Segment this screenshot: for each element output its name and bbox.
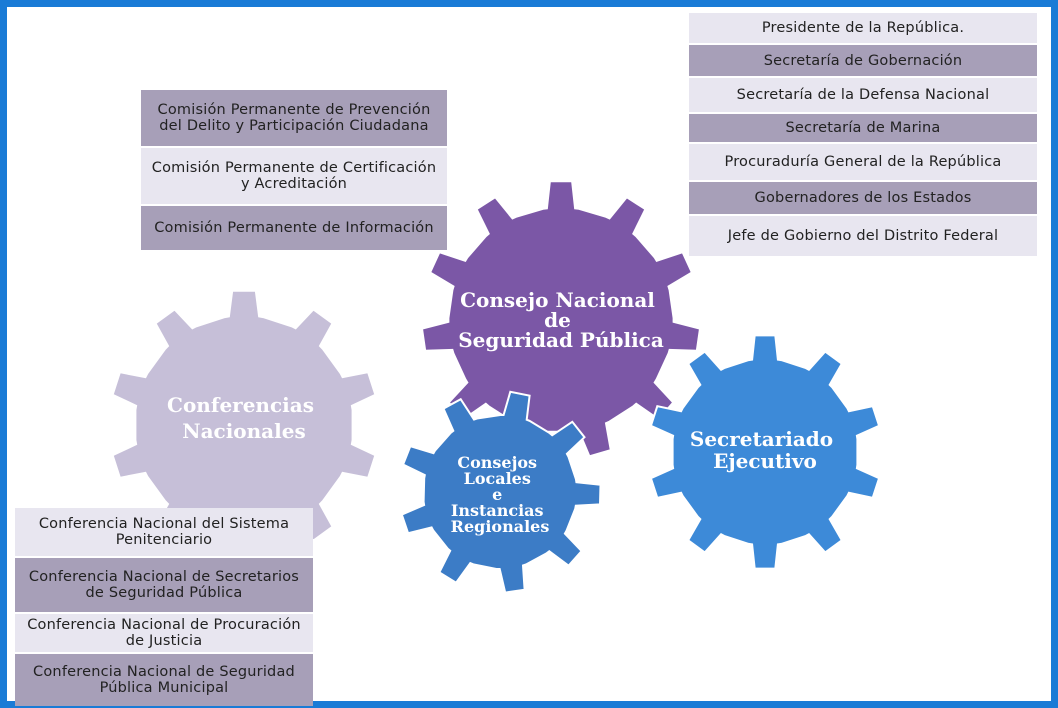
gear-label-line: Consejos: [457, 453, 537, 472]
gear-label-consejos-locales: Consejos Locales e Instancias Regionales: [451, 453, 550, 536]
gear-label-line: Instancias: [451, 501, 544, 520]
list-item: Procuraduría General de la República: [689, 144, 1037, 182]
list-item: Conferencia Nacional de Procuración de J…: [15, 614, 313, 654]
council-members-list: Presidente de la República. Secretaría d…: [689, 13, 1037, 256]
list-item: Gobernadores de los Estados: [689, 182, 1037, 216]
gear-secretariado-ejecutivo: Secretariado Ejecutivo: [649, 334, 881, 570]
gear-conferencias-nacionales: Conferencias Nacionales: [111, 289, 377, 561]
gear-label-line: Nacionales: [182, 419, 305, 443]
gear-label-line: Regionales: [451, 517, 550, 536]
commissions-list: Comisión Permanente de Prevención del De…: [141, 90, 447, 250]
gear-label-line: Secretariado: [690, 427, 833, 451]
list-item: Secretaría de la Defensa Nacional: [689, 78, 1037, 114]
list-item: Comisión Permanente de Certificación y A…: [141, 148, 447, 206]
list-item: Comisión Permanente de Información: [141, 206, 447, 250]
gear-label-consejo: Consejo Nacional de Seguridad Pública: [458, 288, 664, 352]
gear-shape-consejos-locales: [400, 390, 602, 594]
gear-consejos-locales: Consejos Locales e Instancias Regionales: [400, 390, 602, 594]
list-item: Secretaría de Marina: [689, 114, 1037, 144]
gear-consejo-nacional: Consejo Nacional de Seguridad Pública: [420, 180, 702, 458]
gear-label-line: de: [544, 308, 571, 332]
gear-label-conferencias: Conferencias Nacionales: [167, 393, 321, 443]
list-item: Secretaría de Gobernación: [689, 45, 1037, 78]
gear-label-line: e: [492, 485, 502, 504]
conferences-list: Conferencia Nacional del Sistema Peniten…: [15, 508, 313, 706]
list-item: Conferencia Nacional del Sistema Peniten…: [15, 508, 313, 558]
gear-label-line: Conferencias: [167, 393, 314, 417]
list-item: Jefe de Gobierno del Distrito Federal: [689, 216, 1037, 256]
gear-label-line: Consejo Nacional: [460, 288, 655, 312]
gear-label-line: Locales: [464, 469, 531, 488]
list-item: Comisión Permanente de Prevención del De…: [141, 90, 447, 148]
list-item: Conferencia Nacional de Seguridad Públic…: [15, 654, 313, 706]
gear-label-line: Ejecutivo: [713, 449, 817, 473]
gear-label-line: Seguridad Pública: [458, 328, 664, 352]
list-item: Presidente de la República.: [689, 13, 1037, 45]
list-item: Conferencia Nacional de Secretarios de S…: [15, 558, 313, 614]
gear-shape-secretariado: [649, 334, 881, 570]
gear-label-secretariado: Secretariado Ejecutivo: [690, 427, 840, 473]
